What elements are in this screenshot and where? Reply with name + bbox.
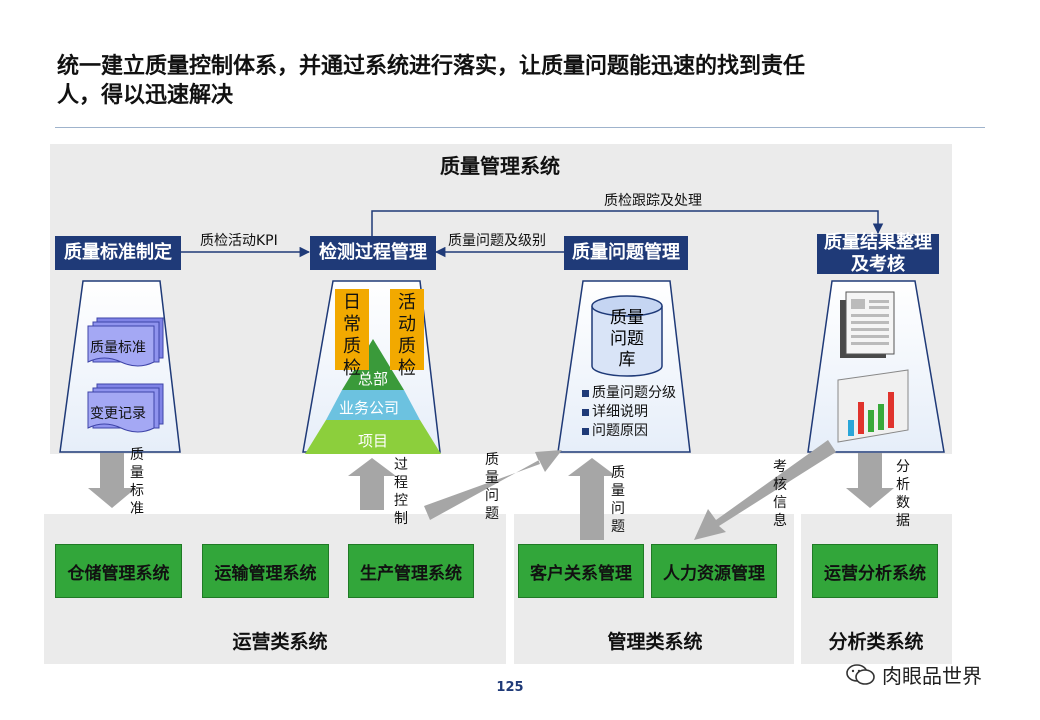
std-down-arrow [88, 453, 136, 508]
issue-up-arrow [568, 458, 616, 540]
issue-bullet-2: 详细说明 [582, 401, 648, 421]
tracking-label: 质检跟踪及处理 [604, 193, 702, 209]
pyramid-top [342, 339, 404, 390]
quality-management-title: 质量管理系统 [440, 154, 560, 178]
issue-database-icon [591, 295, 663, 377]
wechat-icon [846, 663, 875, 685]
pyramid-project-label: 项目 [358, 432, 389, 450]
result-module: 质量结果整理及考核 [817, 232, 939, 275]
mgmt-group-label: 管理类系统 [607, 631, 703, 653]
analysis-down-arrow [846, 453, 894, 508]
pyramid-bottom [305, 420, 441, 454]
std-down-label: 质量标准 [130, 447, 144, 517]
assessment-diagonal-arrow [694, 440, 836, 540]
tracking-arrow [371, 210, 884, 236]
report-document-icon [840, 291, 895, 358]
crm-system: 客户关系管理 [518, 544, 644, 598]
daily-inspection-badge: 日常质检 [335, 289, 369, 379]
doc-stack-2 [87, 383, 164, 433]
doc-stack-1 [87, 317, 164, 367]
issue-diagonal-arrow [424, 450, 562, 520]
ops-group-label: 运营类系统 [232, 631, 328, 653]
title-divider [55, 127, 985, 128]
issue-module: 质量问题管理 [564, 236, 688, 270]
hr-system: 人力资源管理 [651, 544, 777, 598]
issue-bullet-1: 质量问题分级 [582, 382, 676, 402]
pyramid-mid [326, 390, 420, 420]
change-log-label: 变更记录 [90, 406, 146, 422]
issue-diag-label: 质量问题 [485, 452, 499, 522]
analysis-group-label: 分析类系统 [828, 631, 924, 653]
page-title: 统一建立质量控制体系，并通过系统进行落实，让质量问题能迅速的找到责任人，得以迅速… [57, 54, 806, 108]
issue-db-label: 质量问题库 [610, 308, 644, 370]
transport-system: 运输管理系统 [202, 544, 329, 598]
page-number: 125 [496, 680, 524, 695]
pyramid-hq-label: 总部 [358, 370, 389, 388]
warehouse-system: 仓储管理系统 [55, 544, 182, 598]
issue-grading-label: 质量问题及级别 [448, 233, 546, 249]
watermark: 肉眼品世界 [846, 660, 982, 689]
process-control-label: 过程控制 [394, 457, 408, 527]
inspection-module: 检测过程管理 [310, 236, 436, 270]
production-system: 生产管理系统 [348, 544, 474, 598]
ops-analysis-system: 运营分析系统 [812, 544, 938, 598]
quality-management-panel [50, 144, 952, 454]
issue-up-label: 质量问题 [611, 465, 625, 535]
standard-module: 质量标准制定 [55, 236, 181, 270]
process-up-arrow [348, 458, 396, 510]
kpi-label: 质检活动KPI [200, 233, 278, 249]
watermark-text: 肉眼品世界 [882, 664, 982, 688]
issue-bullet-3: 问题原因 [582, 420, 648, 440]
pyramid-company-label: 业务公司 [339, 399, 400, 417]
activity-inspection-badge: 活动质检 [390, 289, 424, 379]
assessment-label: 考核信息 [773, 459, 787, 529]
standard-doc-label: 质量标准 [90, 340, 146, 356]
analysis-data-label: 分析数据 [896, 459, 910, 529]
bar-chart-icon [837, 369, 909, 443]
